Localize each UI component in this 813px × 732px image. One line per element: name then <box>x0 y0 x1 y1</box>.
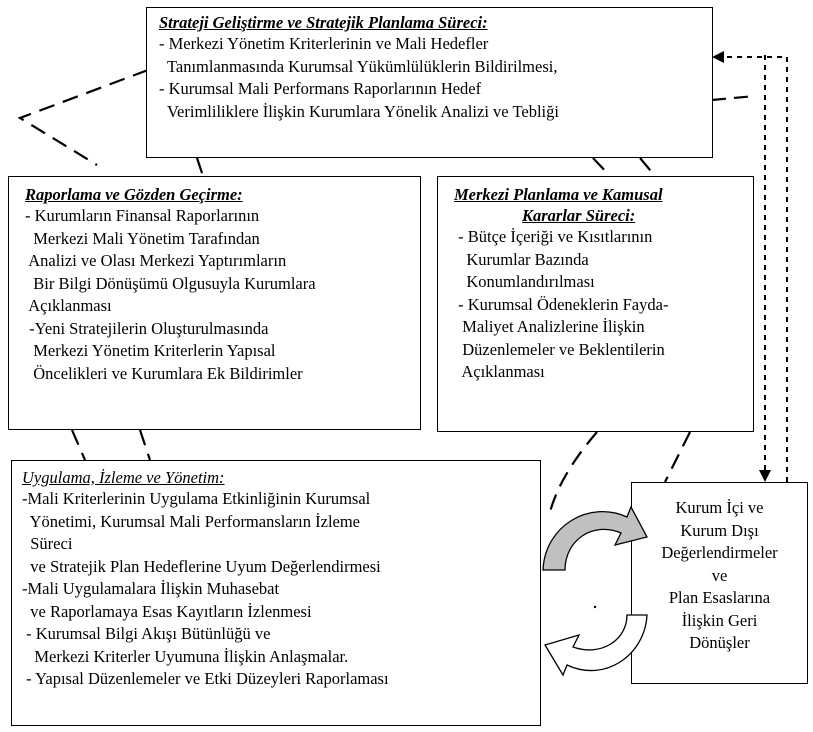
reporting-line-2: Merkezi Mali Yönetim Tarafından <box>25 228 260 248</box>
cycle-arrow-upper <box>542 505 648 571</box>
feedback-line-6: İlişkin Geri <box>681 610 758 630</box>
cycle-arrows-icon <box>542 505 648 677</box>
reporting-line-3: Analizi ve Olası Merkezi Yaptırımların <box>25 251 287 270</box>
arrowhead-down-icon <box>759 470 771 482</box>
implementation-line-8: Merkezi Kriterler Uyumuna İlişkin Anlaşm… <box>22 646 349 666</box>
implementation-line-1: -Mali Kriterlerinin Uygulama Etkinliğini… <box>22 489 371 508</box>
strategy-planning-title: Strateji Geliştirme ve Stratejik Planlam… <box>159 13 488 32</box>
central-line-2: Kurumlar Bazında <box>454 249 589 269</box>
strategy-line-4: Verimliliklere İlişkin Kurumlara Yönelik… <box>159 101 559 121</box>
arrowhead-left-icon <box>712 51 724 63</box>
feedback-line-3: Değerlendirmeler <box>661 543 778 562</box>
implementation-line-9: - Yapısal Düzenlemeler ve Etki Düzeyleri… <box>22 669 389 688</box>
dotted-arrow-to-top <box>720 56 788 482</box>
strategy-line-2: Tanımlanmasında Kurumsal Yükümlülüklerin… <box>159 56 558 76</box>
reporting-line-6: -Yeni Stratejilerin Oluşturulmasında <box>25 318 269 338</box>
cycle-arrow-lower <box>544 614 648 677</box>
feedback-line-5: Plan Esaslarına <box>668 588 771 607</box>
implementation-line-3: Süreci <box>22 534 73 553</box>
feedback-line-7: Dönüşler <box>689 633 750 652</box>
strategy-planning-box: Strateji Geliştirme ve Stratejik Planlam… <box>146 7 713 158</box>
dashed-connector-left-bottom-1 <box>70 429 87 461</box>
central-planning-title-2: Kararlar Süreci: <box>522 206 636 225</box>
implementation-line-5: -Mali Uygulamalara İlişkin Muhasebat <box>22 579 280 598</box>
reporting-line-5: Açıklanması <box>25 296 112 315</box>
cycle-center-dot <box>593 605 597 609</box>
implementation-line-2: Yönetimi, Kurumsal Mali Performansların … <box>22 511 361 531</box>
reporting-line-4: Bir Bilgi Dönüşümü Olgusuyla Kurumlara <box>25 273 316 293</box>
central-line-6: Düzenlemeler ve Beklentilerin <box>454 339 665 359</box>
dashed-connector-top-right-1 <box>592 157 611 177</box>
reporting-review-box: Raporlama ve Gözden Geçirme: - Kurumları… <box>8 176 421 430</box>
central-line-4: - Kurumsal Ödeneklerin Fayda- <box>454 294 669 314</box>
central-line-1: - Bütçe İçeriği ve Kısıtlarının <box>454 227 653 246</box>
central-planning-box: Merkezi Planlama ve Kamusal Kararlar Sür… <box>437 176 754 432</box>
dashed-connector-left-bottom-2 <box>138 429 152 461</box>
dashed-connector-top-right-2 <box>639 157 656 177</box>
dashed-connector-top-left-short <box>195 157 205 177</box>
implementation-line-7: - Kurumsal Bilgi Akışı Bütünlüğü ve <box>22 624 271 643</box>
reporting-line-8: Öncelikleri ve Kurumlara Ek Bildirimler <box>25 363 303 383</box>
central-line-5: Maliyet Analizlerine İlişkin <box>454 317 645 336</box>
feedback-line-2: Kurum Dışı <box>680 520 759 540</box>
implementation-monitoring-box: Uygulama, İzleme ve Yönetim: -Mali Krite… <box>11 460 541 726</box>
implementation-title: Uygulama, İzleme ve Yönetim: <box>22 468 225 487</box>
feedback-line-4: ve <box>711 565 728 585</box>
dashed-connector-right-cycle-2 <box>664 431 691 483</box>
dashed-connector-top-right-side <box>711 94 756 102</box>
reporting-line-7: Merkezi Yönetim Kriterlerin Yapısal <box>25 341 276 360</box>
reporting-review-title: Raporlama ve Gözden Geçirme: <box>25 185 243 204</box>
reporting-line-1: - Kurumların Finansal Raporlarının <box>25 206 260 225</box>
feedback-box: Kurum İçi ve Kurum Dışı Değerlendirmeler… <box>631 482 808 684</box>
dashed-connector-top-left <box>17 68 149 166</box>
central-line-7: Açıklanması <box>454 362 545 381</box>
central-line-3: Konumlandırılması <box>454 272 595 291</box>
feedback-line-1: Kurum İçi ve <box>675 498 764 517</box>
central-planning-title-1: Merkezi Planlama ve Kamusal <box>454 185 663 204</box>
strategy-line-3: - Kurumsal Mali Performans Raporlarının … <box>159 79 482 98</box>
dashed-connector-right-cycle-1 <box>548 431 598 513</box>
strategy-line-1: - Merkezi Yönetim Kriterlerinin ve Mali … <box>159 34 489 53</box>
implementation-line-4: ve Stratejik Plan Hedeflerine Uyum Değer… <box>22 556 381 576</box>
implementation-line-6: ve Raporlamaya Esas Kayıtların İzlenmesi <box>22 601 312 621</box>
